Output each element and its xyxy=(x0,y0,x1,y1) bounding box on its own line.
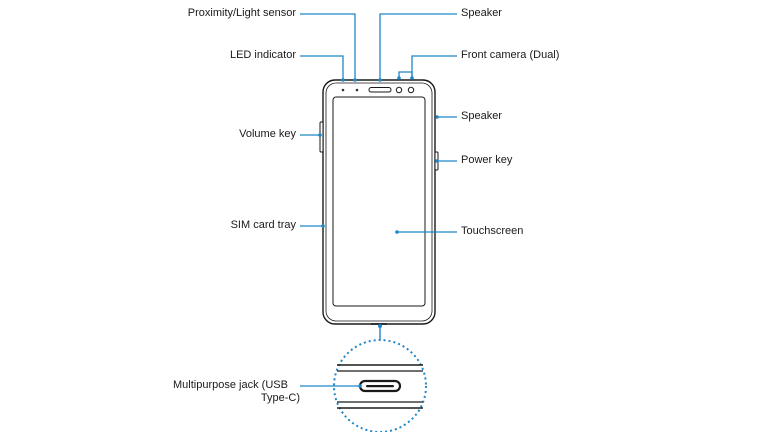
label-proximity-light-sensor: Proximity/Light sensor xyxy=(187,7,296,19)
label-multipurpose-jack-line2: Type-C) xyxy=(260,392,300,404)
earpiece-slot xyxy=(368,87,392,93)
label-volume-key: Volume key xyxy=(239,128,296,140)
label-sim-card-tray: SIM card tray xyxy=(230,219,296,231)
label-led-indicator: LED indicator xyxy=(229,49,296,61)
phone-inner-bezel xyxy=(325,82,433,322)
label-multipurpose-jack-line1: Multipurpose jack (USB xyxy=(173,379,288,391)
label-multipurpose-jack: Multipurpose jack (USB Type-C) xyxy=(173,379,300,405)
label-touchscreen: Touchscreen xyxy=(461,225,524,237)
front-camera-left xyxy=(395,86,403,94)
led-indicator-dot xyxy=(355,88,359,92)
front-camera-right xyxy=(407,86,415,94)
callout-lines xyxy=(300,13,457,387)
screen-area xyxy=(332,96,426,307)
label-speaker-side: Speaker xyxy=(461,110,502,122)
label-power-key: Power key xyxy=(461,154,513,166)
callout-dots xyxy=(318,76,439,388)
label-front-camera-dual: Front camera (Dual) xyxy=(461,49,560,61)
label-speaker-top: Speaker xyxy=(461,7,502,19)
volume-key xyxy=(319,121,324,153)
proximity-sensor-dot xyxy=(341,88,345,92)
